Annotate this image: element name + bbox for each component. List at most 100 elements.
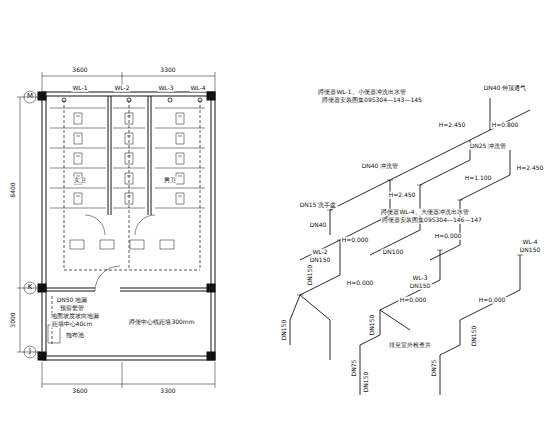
fixture-stroke bbox=[50, 148, 106, 149]
fixture-stroke bbox=[155, 208, 205, 209]
drawing-label: WL-3 bbox=[157, 85, 174, 92]
drawing-label: DN40 伸顶通气 bbox=[483, 85, 528, 92]
fixture-stroke bbox=[517, 255, 523, 256]
drawing-label: H=2.450 bbox=[438, 122, 467, 129]
drawing-label: DN150 bbox=[281, 319, 288, 342]
drawing-label: H=0.000 bbox=[341, 237, 370, 244]
fixture-stroke bbox=[176, 153, 184, 164]
fixture-stroke bbox=[327, 210, 333, 211]
drawing-label: WL-2 bbox=[311, 249, 328, 256]
drawing-label: WL-1 bbox=[71, 85, 88, 92]
drawing-label: 排至室外检查井 bbox=[388, 342, 432, 349]
drawing-label: DN150 bbox=[519, 247, 542, 254]
fixture-stroke bbox=[155, 188, 205, 189]
drawing-label: H=2.450 bbox=[388, 192, 417, 199]
fixture-stroke bbox=[178, 196, 182, 197]
drawing-label: 3600 bbox=[71, 388, 88, 395]
fixture-stroke bbox=[48, 325, 60, 343]
drawing-label: H=0.800 bbox=[491, 122, 520, 129]
fixture-stroke bbox=[50, 108, 106, 109]
fixture-stroke bbox=[155, 148, 205, 149]
drawing-label: DN40 bbox=[309, 222, 328, 229]
fixture-stroke bbox=[457, 200, 463, 201]
drawing-label: 拖布池 bbox=[65, 332, 85, 339]
drawing-label: H=2.450 bbox=[516, 165, 545, 172]
drawing-label: 男卫 bbox=[163, 177, 177, 184]
drawing-label: WL-4 bbox=[189, 85, 206, 92]
plan-pipes bbox=[52, 100, 200, 345]
drawing-label: H=0.000 bbox=[346, 280, 375, 287]
isometric-pipes bbox=[290, 98, 530, 395]
drawing-label: H=0.000 bbox=[399, 297, 428, 304]
drawing-label: WL-2 bbox=[113, 85, 130, 92]
stall-fixtures bbox=[48, 108, 205, 343]
drawing-label: M bbox=[26, 93, 34, 101]
drawing-label: DN150 bbox=[369, 314, 376, 337]
drawing-label: 距墙中心40cm bbox=[51, 321, 94, 328]
fixture-stroke bbox=[176, 173, 184, 184]
dimension-lines bbox=[17, 72, 215, 388]
drawing-label: 蹲便器安装图集09S304—146—147 bbox=[381, 217, 483, 224]
fixture-stroke bbox=[155, 168, 205, 169]
drawing-label: 蹲便器WL-1、小便器冲洗出水管 bbox=[317, 89, 406, 96]
walls bbox=[38, 92, 215, 360]
fixture-stroke bbox=[176, 133, 184, 144]
fixture-stroke bbox=[76, 156, 80, 157]
fixture-stroke bbox=[178, 176, 182, 177]
drawing-label: DN75 bbox=[431, 359, 438, 378]
fixture-stroke bbox=[74, 193, 82, 204]
fixture-stroke bbox=[100, 240, 114, 249]
drawing-label: J bbox=[28, 348, 32, 356]
drawing-label: DN75 bbox=[351, 359, 358, 378]
drawing-label: H=0.000 bbox=[434, 233, 463, 240]
drawing-label: 蹲便器WL-4、大便器冲洗出水管 bbox=[380, 209, 469, 216]
drawing-label: WL-3 bbox=[411, 275, 428, 282]
drawing-label: 3000 bbox=[10, 311, 17, 328]
drawing-label: DN15 洗手盆 bbox=[299, 202, 338, 209]
drawing-label: 3300 bbox=[159, 67, 176, 74]
fixture-stroke bbox=[74, 133, 82, 144]
drawing-label: 8400 bbox=[10, 181, 17, 198]
fixture-stroke bbox=[155, 108, 205, 109]
fixture-stroke bbox=[130, 240, 144, 249]
drawing-label: DN150 bbox=[471, 325, 478, 348]
drawing-label: H=1.100 bbox=[464, 175, 493, 182]
fixture-stroke bbox=[50, 128, 106, 129]
drawing-label: DN50 地漏 bbox=[56, 297, 89, 304]
isometric-fixture-marks bbox=[297, 180, 523, 295]
drawing-label: DN150 bbox=[307, 264, 314, 287]
fixture-stroke bbox=[178, 136, 182, 137]
drawing-label: DN40 冲洗管 bbox=[361, 163, 400, 170]
drawing-label: 3600 bbox=[71, 67, 88, 74]
fixture-stroke bbox=[437, 250, 443, 251]
drawing-label: H=0.000 bbox=[478, 297, 507, 304]
riser-mark bbox=[62, 98, 66, 102]
drawing-label: 3300 bbox=[159, 388, 176, 395]
drawing-label: 女卫 bbox=[73, 177, 87, 184]
drawing-label: 蹲便中心线距墙300mm bbox=[128, 319, 195, 326]
drawing-label: 地面坡度坡向地漏 bbox=[50, 313, 100, 320]
drawing-label: DN150 bbox=[409, 283, 432, 290]
drawing-label: K bbox=[27, 284, 34, 292]
fixture-stroke bbox=[155, 128, 205, 129]
drawing-label: DN150 bbox=[309, 257, 332, 264]
riser-mark bbox=[198, 98, 202, 102]
fixture-stroke bbox=[70, 240, 84, 249]
fixture-stroke bbox=[76, 136, 80, 137]
fixture-stroke bbox=[160, 240, 174, 249]
drawing-label: DN25 冲洗管 bbox=[469, 143, 508, 150]
fixture-stroke bbox=[50, 208, 106, 209]
riser-mark bbox=[127, 98, 131, 102]
drawing-label: DN100 bbox=[382, 249, 405, 256]
fixture-stroke bbox=[50, 168, 106, 169]
fixture-stroke bbox=[387, 180, 393, 181]
fixture-stroke bbox=[176, 113, 184, 124]
riser-mark bbox=[168, 98, 172, 102]
drawing-label: 蹲便器安装图集09S304—143—145 bbox=[321, 97, 423, 104]
fixture-stroke bbox=[176, 193, 184, 204]
fixture-stroke bbox=[76, 196, 80, 197]
fixture-stroke bbox=[76, 116, 80, 117]
fixture-stroke bbox=[178, 116, 182, 117]
